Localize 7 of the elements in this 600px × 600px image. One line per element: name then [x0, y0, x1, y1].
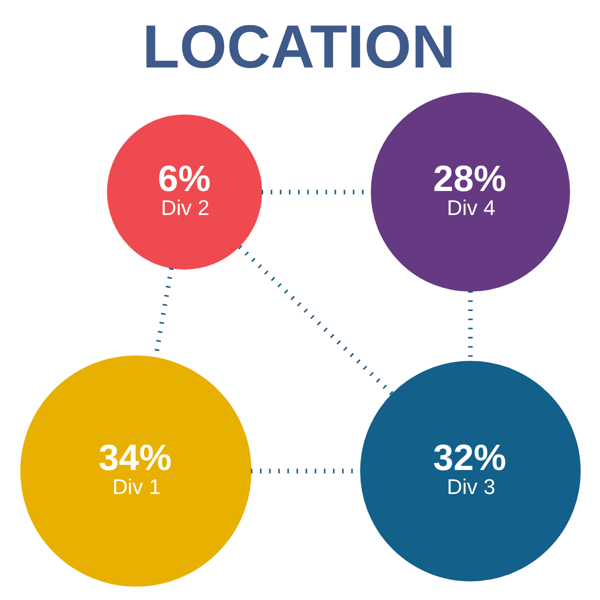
connector	[238, 245, 394, 396]
connector	[261, 190, 371, 194]
node-circle: 28% Div 4	[370, 92, 570, 292]
node-circle: 34% Div 1	[20, 356, 251, 587]
node-circle: 32% Div 3	[360, 360, 580, 582]
node-circle: 6% Div 2	[106, 114, 262, 270]
diagram-title: LOCATION	[142, 12, 455, 80]
